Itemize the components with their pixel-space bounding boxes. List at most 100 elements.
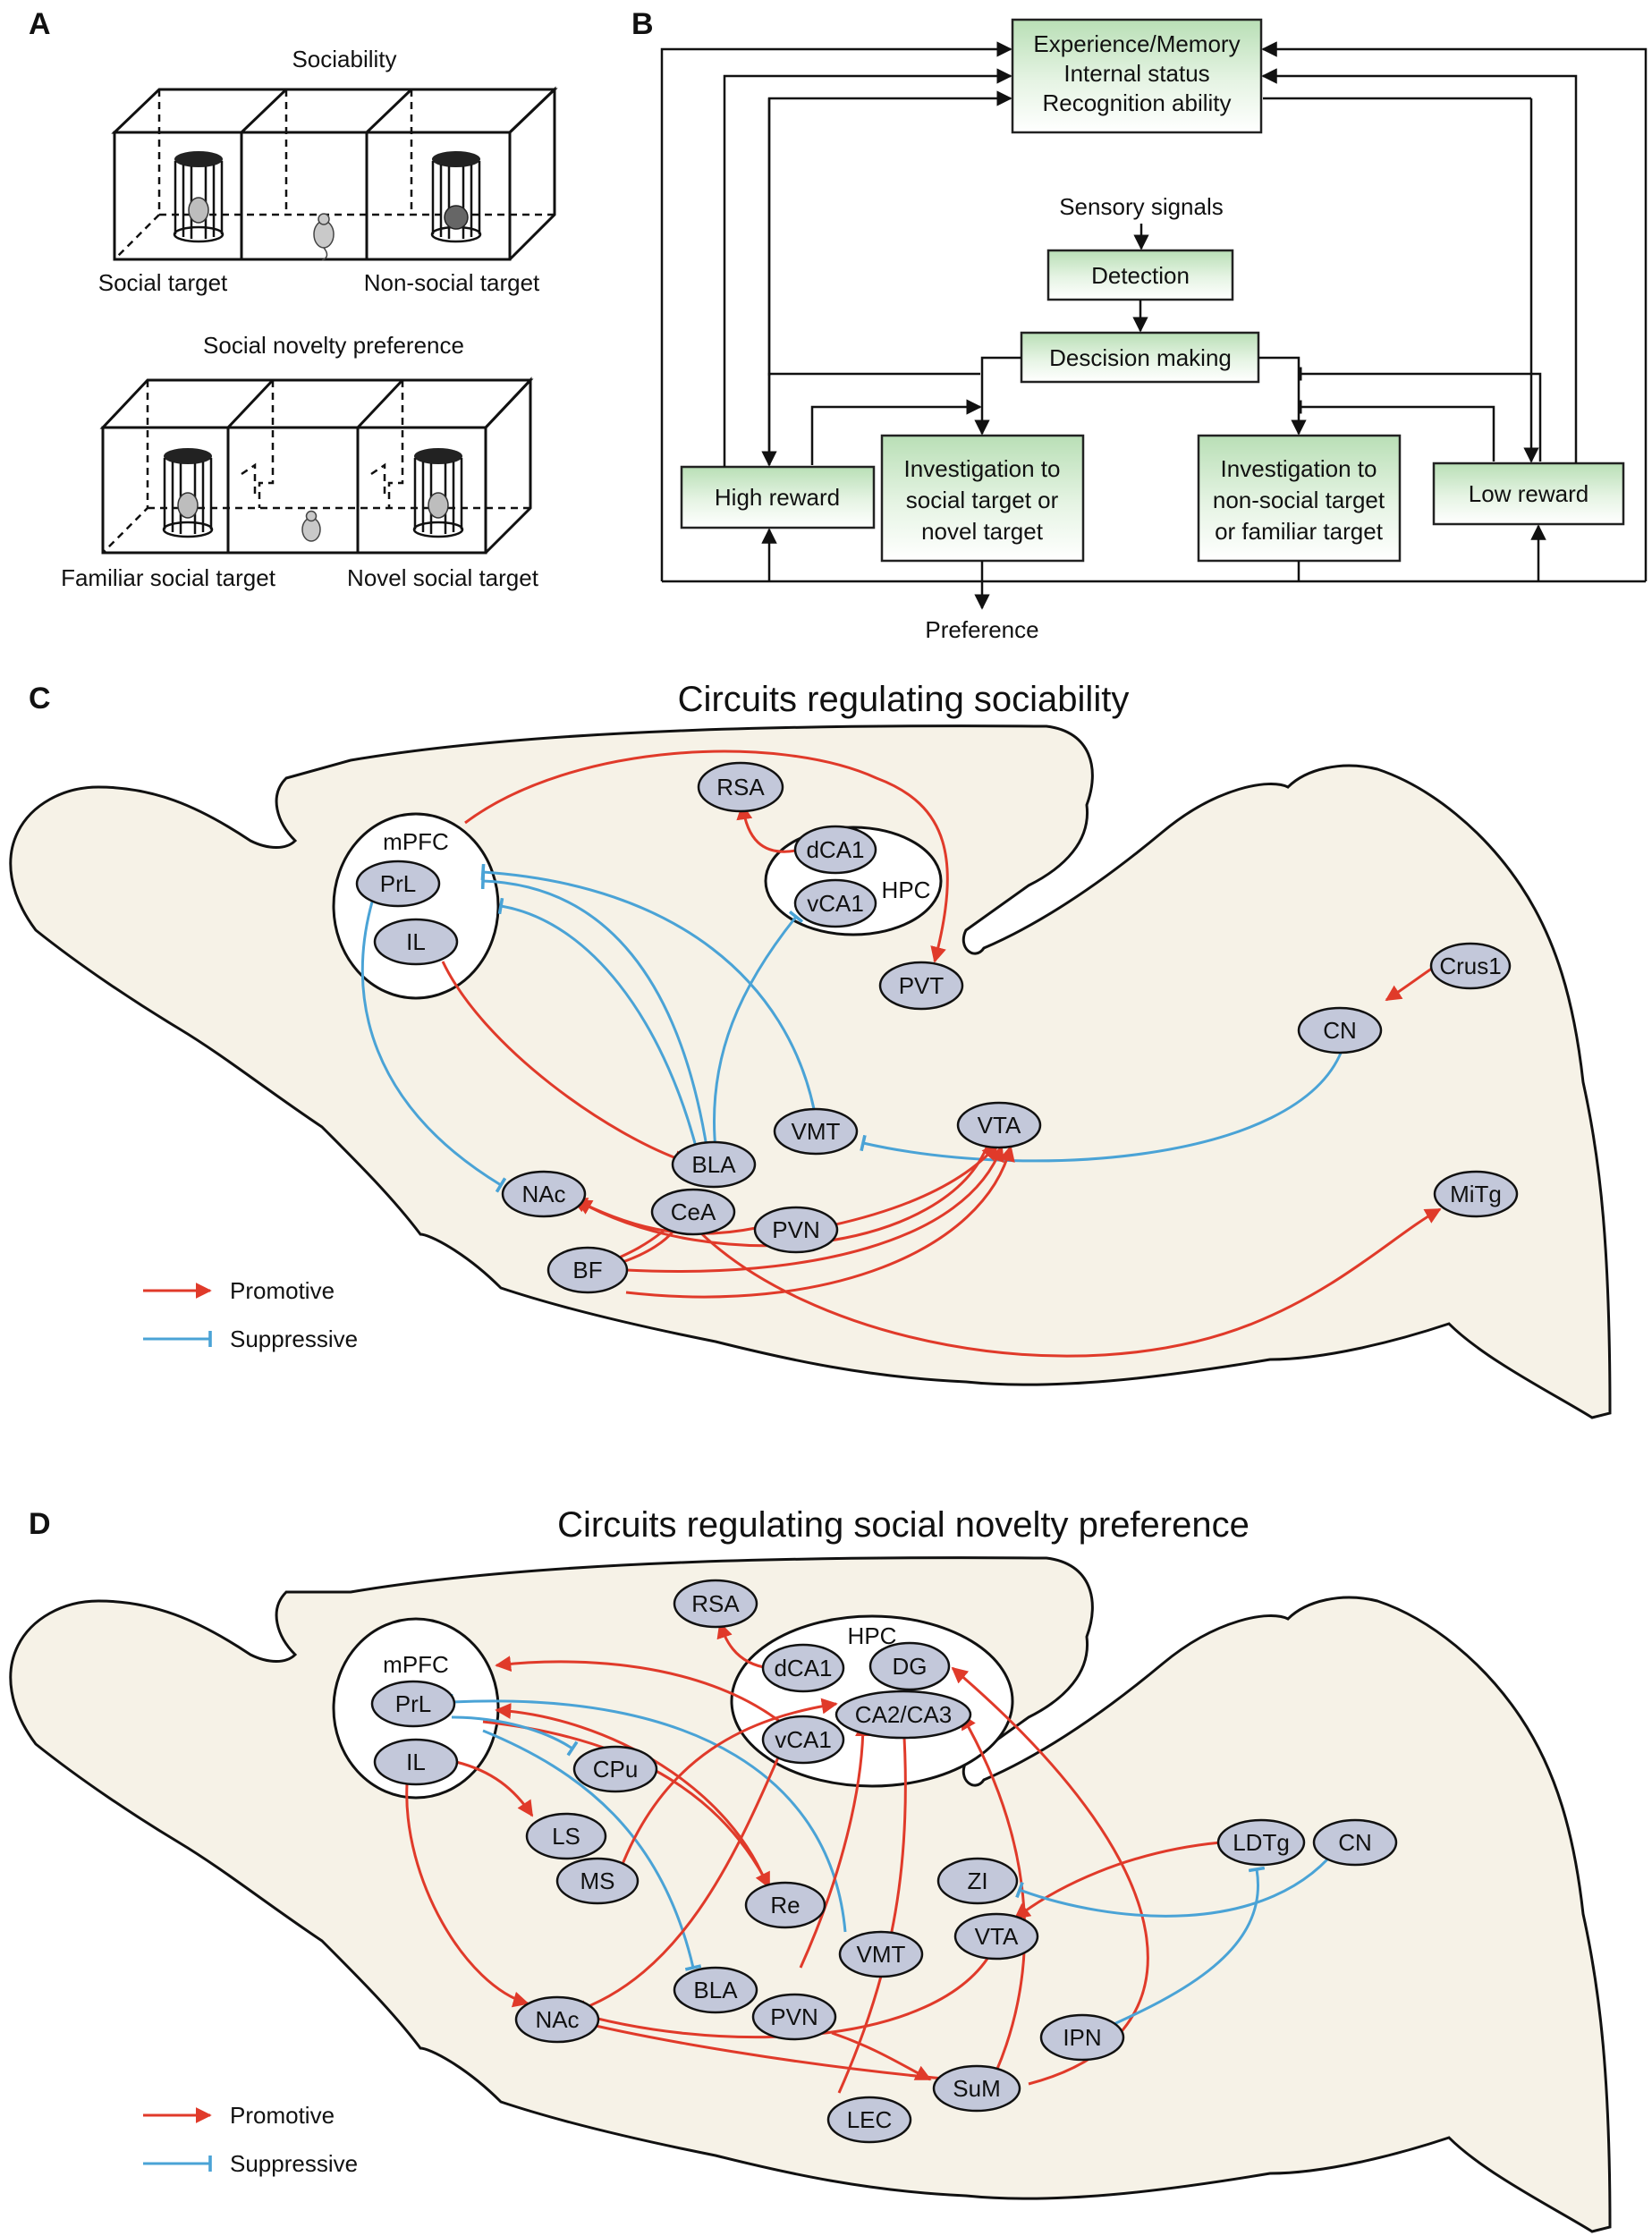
node-zi-d: ZI: [936, 1857, 1019, 1905]
conn-ipn-ldtg-d: [1099, 1866, 1266, 2032]
cup-cylinder-right-novelty: [412, 448, 464, 538]
nodes-d: RSA dCA1 DG CA2/CA3 vCA1 PrL IL CPu LS M…: [370, 1579, 1398, 2144]
svg-text:BLA: BLA: [691, 1151, 736, 1178]
conn-il-bla: [441, 961, 690, 1166]
conn-re-prl-1: [495, 1703, 771, 1893]
node-vmt-d: VMT: [838, 1930, 924, 1978]
svg-text:PrL: PrL: [395, 1690, 431, 1717]
legend-suppressive-d: Suppressive: [230, 2150, 358, 2177]
conn-vmt-prl: [480, 863, 816, 1110]
mouse-icon: [313, 213, 335, 261]
high-reward-box: [680, 465, 876, 529]
conn-prl-bla-d: [482, 1729, 702, 1971]
nodes-c: RSA dCA1 vCA1 PrL IL PVT Crus1 CN VMT VT…: [355, 761, 1519, 1294]
node-dca1: dCA1: [793, 825, 877, 875]
novelty-title: Social novelty preference: [203, 332, 464, 359]
panel-label-d: D: [29, 1507, 51, 1541]
svg-text:dCA1: dCA1: [806, 836, 864, 863]
panel-label-c: C: [29, 682, 51, 716]
node-bf: BF: [546, 1246, 629, 1294]
svg-text:ZI: ZI: [967, 1868, 987, 1894]
node-sum-d: SuM: [932, 2064, 1021, 2113]
svg-text:MS: MS: [580, 1868, 615, 1894]
top-box-line-3: Recognition ability: [1042, 89, 1231, 116]
inv-nonsocial-line-1: Investigation to: [1221, 455, 1377, 482]
conn-ms-ca23-d: [615, 1698, 838, 1879]
svg-text:SuM: SuM: [953, 2075, 1000, 2102]
legend-d: Promotive Suppressive: [143, 2102, 358, 2177]
preference-label: Preference: [925, 616, 1038, 643]
node-dg-d: DG: [868, 1641, 951, 1691]
cup-cylinder-left: [173, 151, 225, 243]
node-bla: BLA: [671, 1140, 757, 1189]
node-bla-d: BLA: [673, 1966, 758, 2014]
node-ca23-d: CA2/CA3: [834, 1690, 972, 1740]
node-ldtg-d: LDTg: [1216, 1818, 1306, 1867]
node-nac: NAc: [501, 1170, 587, 1218]
conn-bla-prl-1: [480, 872, 708, 1148]
mouse-icon: [301, 510, 321, 542]
conn-prl-nac: [360, 889, 507, 1193]
detection-label: Detection: [1091, 262, 1190, 289]
svg-text:CN: CN: [1323, 1017, 1357, 1044]
node-crus1: Crus1: [1429, 942, 1512, 990]
node-prl: PrL: [355, 860, 441, 908]
conn-bf-vta-1: [625, 1145, 1004, 1273]
conn-bf-vta-2: [625, 1145, 1015, 1299]
node-vca1: vCA1: [793, 878, 877, 928]
cup-cylinder-right: [430, 151, 482, 243]
svg-text:IL: IL: [406, 1749, 426, 1775]
node-rsa-d: RSA: [673, 1579, 758, 1629]
node-ls-d: LS: [525, 1812, 607, 1860]
svg-text:PrL: PrL: [380, 870, 416, 897]
novel-target-label: Novel social target: [347, 564, 539, 591]
top-box-line-2: Internal status: [1063, 60, 1209, 87]
node-pvn-d: PVN: [751, 1993, 837, 2041]
svg-text:CeA: CeA: [671, 1198, 716, 1225]
conn-pvn-ca23-d: [799, 1720, 871, 1969]
conn-mpfc-pvt: [464, 750, 949, 963]
svg-text:PVT: PVT: [899, 972, 945, 999]
svg-text:PVN: PVN: [772, 1216, 819, 1243]
node-dca1-d: dCA1: [761, 1643, 845, 1693]
node-cpu-d: CPu: [572, 1745, 658, 1793]
svg-text:dCA1: dCA1: [774, 1655, 832, 1681]
svg-text:Crus1: Crus1: [1439, 953, 1501, 979]
novelty-apparatus: [99, 377, 534, 555]
svg-text:IPN: IPN: [1063, 2024, 1101, 2051]
investigation-nonsocial-box: [1197, 434, 1402, 563]
svg-text:LDTg: LDTg: [1233, 1829, 1290, 1856]
panel-c: C Circuits regulating sociability mPFC H…: [9, 680, 1612, 1419]
svg-text:VMT: VMT: [792, 1118, 841, 1145]
legend-promotive-d: Promotive: [230, 2102, 335, 2129]
flow-connectors: [660, 41, 1648, 610]
connections-c: [360, 750, 1442, 1358]
legend-c: Promotive Suppressive: [143, 1277, 358, 1352]
svg-text:vCA1: vCA1: [807, 890, 864, 917]
decision-making-box: [1020, 331, 1260, 384]
conn-bla-prl-2: [497, 897, 698, 1148]
non-social-target-label: Non-social target: [364, 269, 540, 296]
familiar-target-label: Familiar social target: [61, 564, 276, 591]
sensory-signals-label: Sensory signals: [1059, 193, 1224, 220]
node-mitg: MiTg: [1433, 1170, 1519, 1218]
conn-cn-zi-d: [1015, 1842, 1343, 1918]
svg-text:IL: IL: [406, 928, 426, 955]
conn-pvn-sum-d: [831, 2031, 932, 2081]
node-il-d: IL: [373, 1738, 459, 1786]
svg-text:VTA: VTA: [975, 1923, 1019, 1950]
svg-text:CA2/CA3: CA2/CA3: [855, 1701, 952, 1728]
node-cea: CeA: [650, 1188, 736, 1236]
inv-nonsocial-line-2: non-social target: [1213, 487, 1385, 513]
panel-c-title: Circuits regulating sociability: [678, 680, 1130, 719]
hpc-region-label-d: HPC: [848, 1622, 897, 1649]
brain-outline-c: [9, 724, 1612, 1419]
svg-text:NAc: NAc: [535, 2006, 579, 2033]
svg-text:CPu: CPu: [593, 1756, 639, 1783]
sociability-apparatus: [111, 86, 558, 261]
conn-vca1-nac-d: [571, 1757, 780, 2016]
node-pvt: PVT: [878, 961, 964, 1011]
panel-a: A Sociability: [29, 7, 558, 591]
panel-d-title: Circuits regulating social novelty prefe…: [557, 1505, 1250, 1545]
